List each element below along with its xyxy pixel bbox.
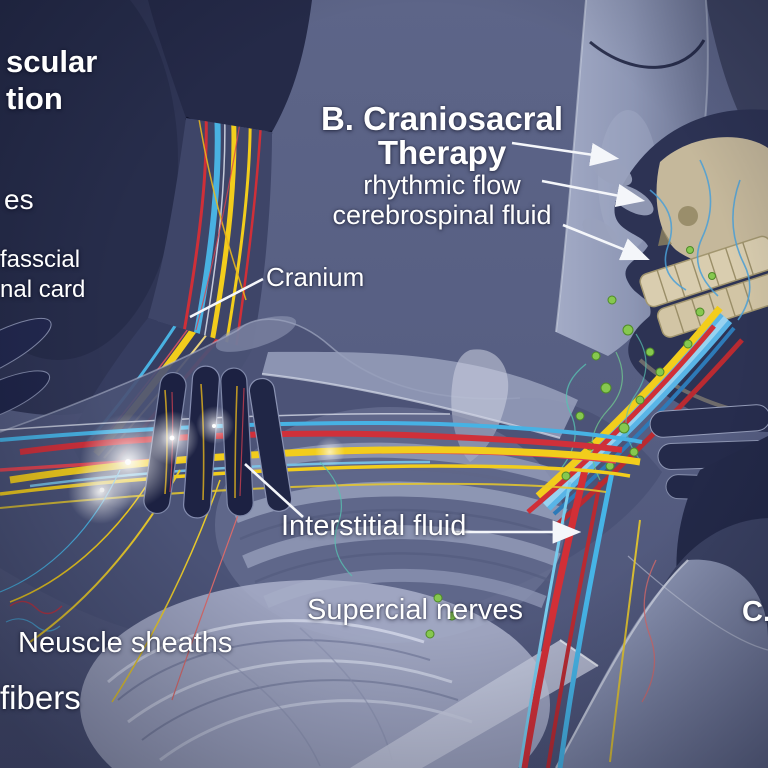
label-panel-c: C. [742,596,768,628]
panel-b-title-line2: Therapy [377,134,507,171]
label-superficial-nerves: Supercial nerves [307,594,523,626]
label-partial-ation: tion [6,81,63,116]
panel-b-title-line1: B. Craniosacral [320,100,564,137]
label-muscle-sheaths: Neuscle sheaths [18,627,233,659]
label-partial-spinal-cord: nal card [0,276,86,303]
arrow-rhythmic-flow-to-head [541,179,646,208]
arrow-cerebrospinal-to-jaw [562,223,650,261]
label-partial-fascial: fasscial [0,246,81,273]
label-interstitial-fluid: Interstitial fluid [281,510,467,542]
label-partial-muscular: scular [6,44,98,79]
leader-interstitial [244,463,304,518]
arrow-therapy-to-head [511,141,620,167]
label-fibers: fibers [0,679,81,716]
panel-b-subtitle-line2: cerebrospinal fluid [332,200,552,230]
label-cranium: Cranium [266,262,365,292]
panel-b-subtitle-line1: rhythmic flow [363,170,521,200]
panel-b-annotation: B. Craniosacral Therapy rhythmic flow ce… [302,100,582,231]
label-partial-es: es [4,184,34,215]
leader-cranium [189,277,264,319]
